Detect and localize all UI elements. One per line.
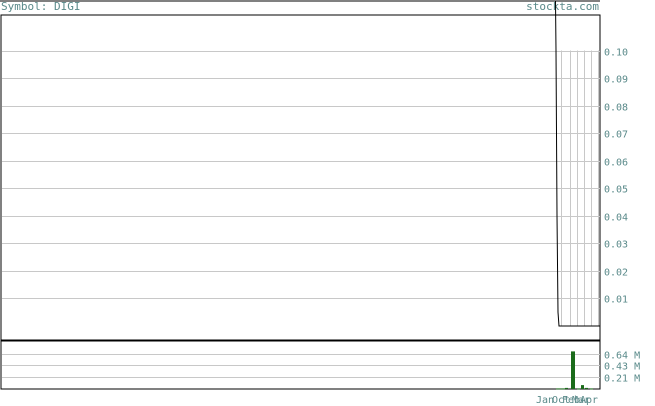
volume-bar xyxy=(556,388,559,390)
brand-label: stockta.com xyxy=(526,0,599,13)
volume-bar xyxy=(559,388,562,390)
volume-tick-label: 0.21 M xyxy=(604,374,640,385)
x-tick-label: Jan xyxy=(536,395,554,406)
volume-bar xyxy=(565,387,568,389)
volume-tick-label: 0.43 M xyxy=(604,362,640,373)
volume-bar xyxy=(581,385,584,389)
volume-bar xyxy=(585,387,588,389)
price-grid xyxy=(2,51,600,299)
x-tick-label: Feb xyxy=(562,395,580,406)
x-tick-label: Oct xyxy=(552,395,570,406)
volume-axis: 0.21 M0.43 M0.64 M xyxy=(604,351,640,385)
price-tick-label: 0.01 xyxy=(604,295,628,306)
price-axis: 0.01 0.02 0.03 0.04 0.05 0.06 0.07 0.08 0.09 0.10 xyxy=(604,48,628,306)
price-tick-label: 0.09 xyxy=(604,75,628,86)
x-tick-label: Mar xyxy=(572,395,590,406)
price-tick-label: 0.02 xyxy=(604,268,628,279)
volume-bar xyxy=(590,388,593,390)
volume-grid xyxy=(2,354,600,378)
price-tick-label: 0.03 xyxy=(604,240,628,251)
volume-bars xyxy=(556,351,593,390)
x-tick-label: Apr xyxy=(580,395,598,406)
price-panel-frame xyxy=(0,14,601,341)
price-tick-label: 0.10 xyxy=(604,48,628,59)
price-tick-label: 0.05 xyxy=(604,185,628,196)
price-tick-label: 0.04 xyxy=(604,213,628,224)
volume-tick-label: 0.64 M xyxy=(604,351,640,362)
price-tick-label: 0.08 xyxy=(604,103,628,114)
price-tick-label: 0.06 xyxy=(604,158,628,169)
price-vertical-grid xyxy=(561,50,599,326)
price-tick-label: 0.07 xyxy=(604,130,628,141)
volume-bar xyxy=(562,388,565,390)
volume-bar xyxy=(577,388,580,390)
symbol-label: Symbol: DIGI xyxy=(1,0,81,13)
volume-bar xyxy=(571,351,575,389)
